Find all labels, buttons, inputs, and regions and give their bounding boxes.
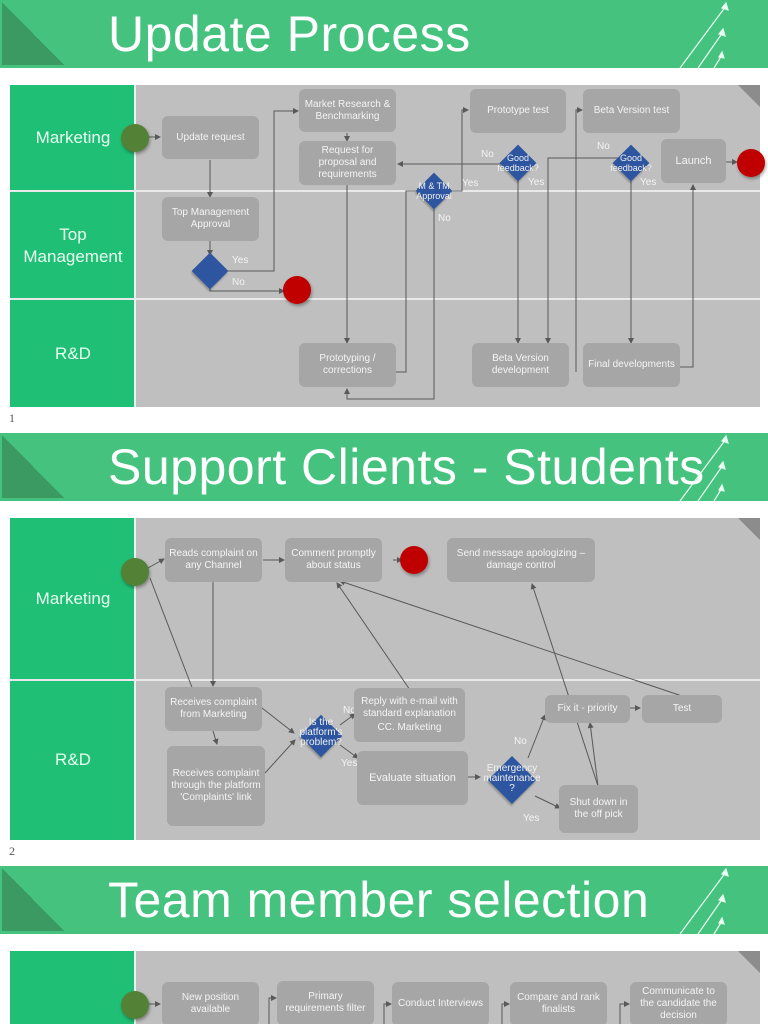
box-beta-version-development[interactable]: Beta Version development [472, 343, 569, 387]
decision-good-feedback-2-label: Good feedback? [610, 153, 652, 173]
box-new-position[interactable]: New position available [162, 982, 259, 1024]
lane-header-column [10, 85, 136, 407]
box-compare-rank[interactable]: Compare and rank finalists [510, 982, 607, 1024]
lane-divider [10, 679, 760, 681]
start-event [121, 124, 149, 152]
label-no: No [232, 277, 245, 288]
decision-tm-approval[interactable] [191, 252, 229, 290]
box-reply-email[interactable]: Reply with e-mail with standard explanat… [354, 688, 465, 742]
lane-top-management: Top Management [23, 225, 123, 266]
end-event [400, 546, 428, 574]
lane-divider [10, 190, 760, 192]
decision-good-feedback-1-label: Good feedback? [497, 153, 539, 173]
slide-3-diagram: New position available Primary requireme… [10, 951, 760, 1024]
corner-fold-decoration [738, 518, 760, 540]
box-final-developments[interactable]: Final developments [583, 343, 680, 387]
decision-mtm-approval-label: M & TM Approval [416, 181, 452, 201]
label-yes: Yes [523, 813, 540, 824]
label-yes: Yes [341, 758, 358, 769]
box-receives-through-platform[interactable]: Receives complaint through the platform … [167, 746, 265, 826]
box-comment-status[interactable]: Comment promptly about status [285, 538, 382, 582]
end-event [283, 276, 311, 304]
box-communicate-decision[interactable]: Communicate to the candidate the decisio… [630, 982, 727, 1024]
label-no: No [343, 705, 356, 716]
box-fix-priority[interactable]: Fix it - priority [545, 695, 630, 723]
slide-2-diagram: Marketing R&D [10, 518, 760, 840]
decision-platform-problem-label: Is the platform's problem? [299, 717, 343, 748]
box-conduct-interviews[interactable]: Conduct Interviews [392, 982, 489, 1024]
lane-divider [10, 298, 760, 300]
box-send-apology[interactable]: Send message apologizing – damage contro… [447, 538, 595, 582]
slide-2-title: Support Clients - Students [108, 439, 705, 495]
box-receives-from-marketing[interactable]: Receives complaint from Marketing [165, 687, 262, 731]
reply-email-cc: CC. Marketing [377, 722, 442, 733]
banner-triangle-decoration [2, 868, 64, 931]
box-test[interactable]: Test [642, 695, 722, 723]
label-yes: Yes [232, 255, 249, 266]
slide-3-banner: Team member selection [0, 866, 768, 934]
arrows-decoration-icon [679, 434, 729, 501]
slide-3-title: Team member selection [108, 872, 650, 928]
box-evaluate-situation[interactable]: Evaluate situation [357, 751, 468, 805]
label-no: No [438, 213, 451, 224]
page-number: 1 [9, 411, 15, 425]
page-number: 2 [9, 844, 15, 858]
corner-fold-decoration [738, 85, 760, 107]
box-shut-down[interactable]: Shut down in the off pick [559, 785, 638, 833]
end-event [737, 149, 765, 177]
box-prototype-test[interactable]: Prototype test [470, 89, 566, 133]
box-beta-version-test[interactable]: Beta Version test [583, 89, 680, 133]
box-market-research[interactable]: Market Research & Benchmarking [299, 89, 396, 132]
lane-rnd: R&D [55, 750, 91, 769]
reply-email-text: Reply with e-mail with standard explanat… [361, 696, 458, 719]
slide-2-banner: Support Clients - Students [0, 433, 768, 501]
lane-marketing: Marketing [35, 128, 111, 147]
box-request-proposal[interactable]: Request for proposal and requirements [299, 141, 396, 185]
arrows-decoration-icon [679, 1, 729, 68]
label-yes: Yes [640, 177, 657, 188]
box-launch[interactable]: Launch [661, 139, 726, 183]
box-primary-filter[interactable]: Primary requirements filter [277, 981, 374, 1024]
label-no: No [481, 149, 494, 160]
box-prototyping-corrections[interactable]: Prototyping / corrections [299, 343, 396, 387]
slide-1-diagram: Marketing Top Management R&D [10, 85, 765, 407]
slide-1-banner: Update Process [0, 0, 768, 68]
box-reads-complaint[interactable]: Reads complaint on any Channel [165, 538, 262, 582]
box-top-management-approval[interactable]: Top Management Approval [162, 197, 259, 241]
label-yes: Yes [528, 177, 545, 188]
corner-fold-decoration [738, 951, 760, 973]
label-no: No [514, 736, 527, 747]
slide-1-title: Update Process [108, 6, 471, 62]
decision-emergency-label: Emergency maintenance ? [483, 763, 541, 794]
start-event [121, 558, 149, 586]
banner-triangle-decoration [2, 435, 64, 498]
arrows-decoration-icon [679, 867, 729, 934]
lane-marketing: Marketing [35, 589, 111, 608]
lane-header-column [10, 951, 136, 1024]
label-yes: Yes [462, 178, 479, 189]
start-event [121, 991, 149, 1019]
lane-rnd: R&D [55, 344, 91, 363]
banner-triangle-decoration [2, 2, 64, 65]
box-update-request[interactable]: Update request [162, 116, 259, 159]
label-no: No [597, 141, 610, 152]
